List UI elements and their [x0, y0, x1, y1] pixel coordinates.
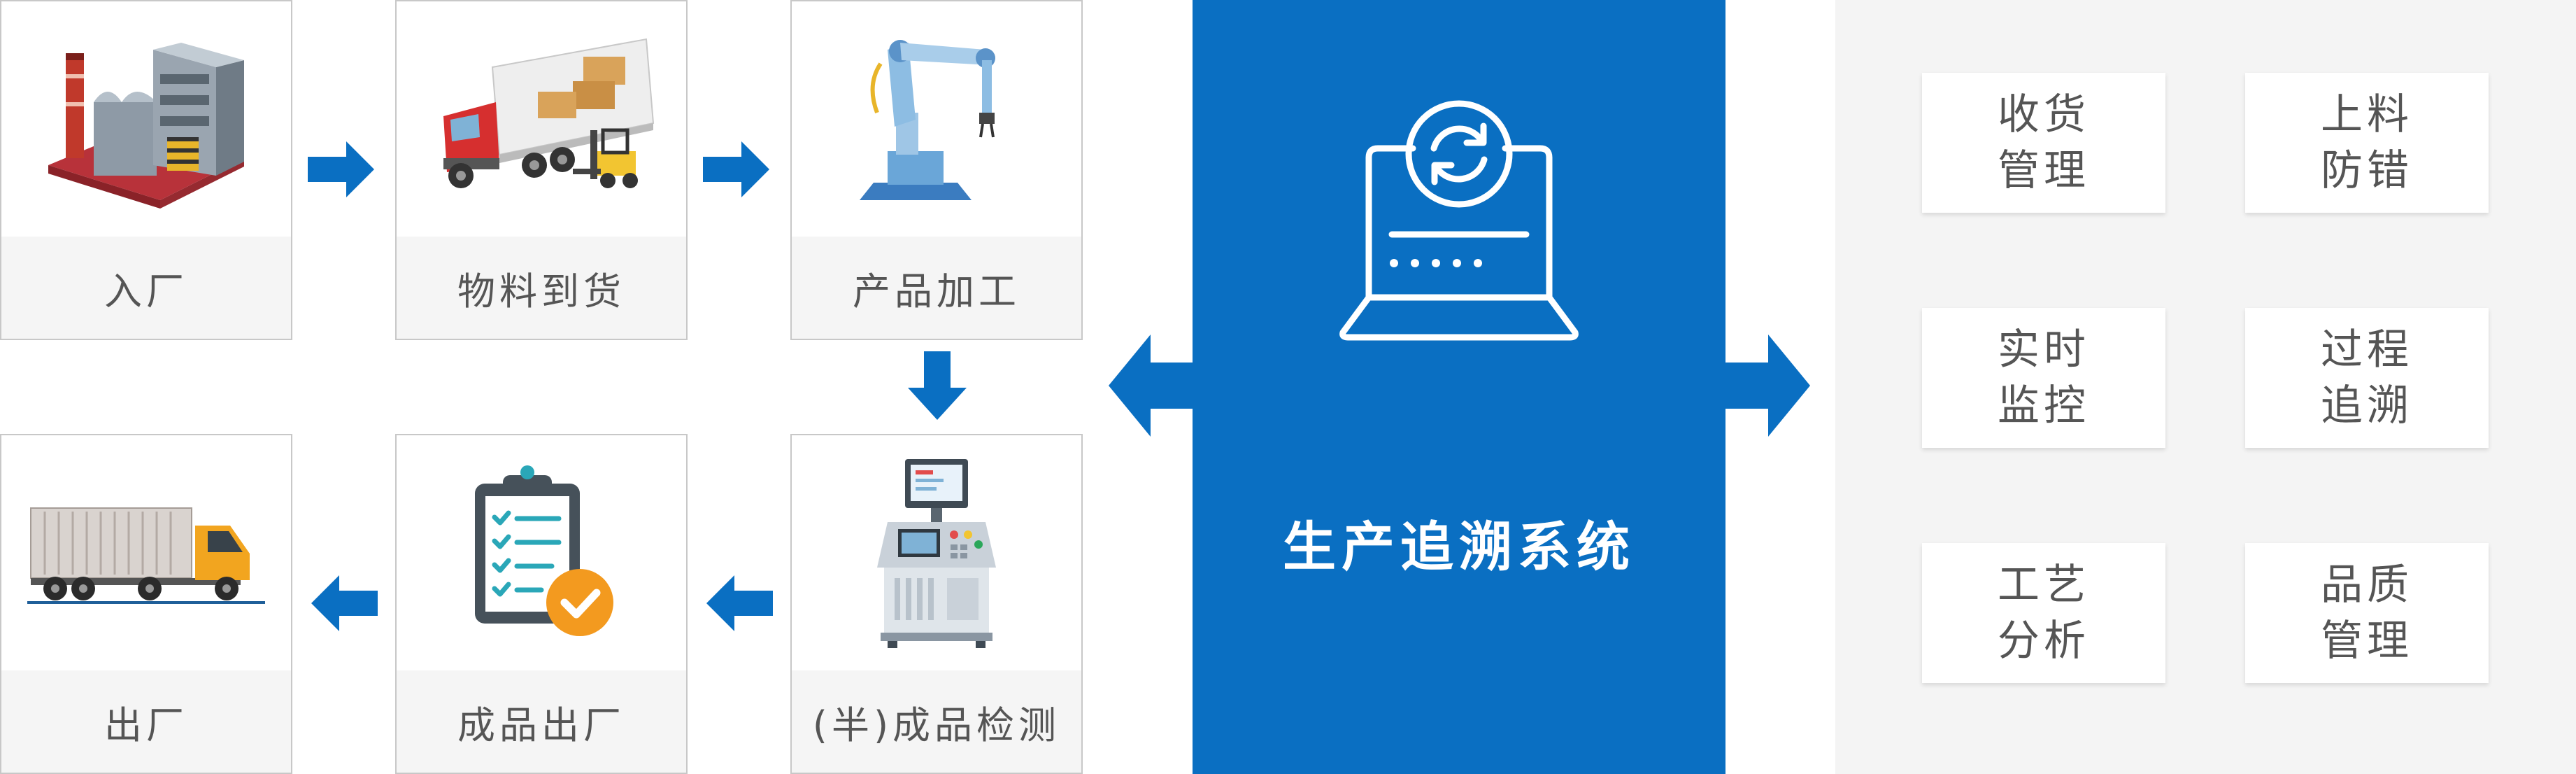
function-line: 防错 [2321, 146, 2413, 195]
function-line: 管理 [1998, 146, 2090, 195]
function-feeding-error-proofing: 上料 防错 [2245, 73, 2489, 213]
function-line: 工艺 [1998, 561, 2090, 610]
step-material-arrival: 物料到货 [395, 0, 688, 340]
function-line: 管理 [2321, 617, 2413, 666]
factory-icon [48, 43, 244, 209]
truck-forklift-icon [443, 38, 655, 188]
step-inspection: (半)成品检测 [790, 434, 1083, 774]
arrow-right-icon [308, 141, 374, 197]
traceability-system-panel: 生产追溯系统 [1193, 0, 1725, 774]
function-line: 收货 [1998, 90, 2090, 139]
step-label: 成品出厂 [397, 670, 686, 773]
step-label: 物料到货 [397, 237, 686, 339]
step-enter-factory: 入厂 [0, 0, 292, 340]
step-product-processing: 产品加工 [790, 0, 1083, 340]
arrow-right-icon [1725, 335, 1810, 437]
step-exit-factory: 出厂 [0, 434, 292, 774]
laptop-sync-icon [1339, 100, 1579, 341]
function-line: 追溯 [2321, 381, 2413, 430]
robot-arm-icon [860, 40, 995, 200]
function-line: 品质 [2321, 561, 2413, 610]
system-title: 生产追溯系统 [1283, 516, 1635, 578]
arrow-down-icon [908, 351, 967, 420]
function-receiving-management: 收货 管理 [1922, 73, 2165, 213]
step-label: (半)成品检测 [792, 670, 1081, 773]
arrow-left-icon [706, 575, 773, 631]
arrow-right-icon [703, 141, 769, 197]
function-quality-management: 品质 管理 [2245, 543, 2489, 683]
step-label: 出厂 [1, 670, 291, 773]
step-label: 入厂 [1, 237, 291, 339]
function-line: 过程 [2321, 325, 2413, 374]
arrow-left-icon [311, 575, 378, 631]
function-process-analysis: 工艺 分析 [1922, 543, 2165, 683]
function-line: 实时 [1998, 325, 2090, 374]
step-finished-exit: 成品出厂 [395, 434, 688, 774]
function-panel: 收货 管理 上料 防错 实时 监控 过程 追溯 工艺 分析 品质 管理 [1835, 0, 2576, 774]
function-line: 分析 [1998, 617, 2090, 666]
checklist-clipboard-icon [475, 465, 613, 636]
function-line: 上料 [2321, 90, 2413, 139]
function-realtime-monitoring: 实时 监控 [1922, 308, 2165, 448]
control-console-icon [877, 459, 996, 648]
function-line: 监控 [1998, 381, 2090, 430]
step-label: 产品加工 [792, 237, 1081, 339]
container-truck-icon [27, 507, 265, 604]
function-process-tracing: 过程 追溯 [2245, 308, 2489, 448]
arrow-left-icon [1109, 335, 1194, 437]
